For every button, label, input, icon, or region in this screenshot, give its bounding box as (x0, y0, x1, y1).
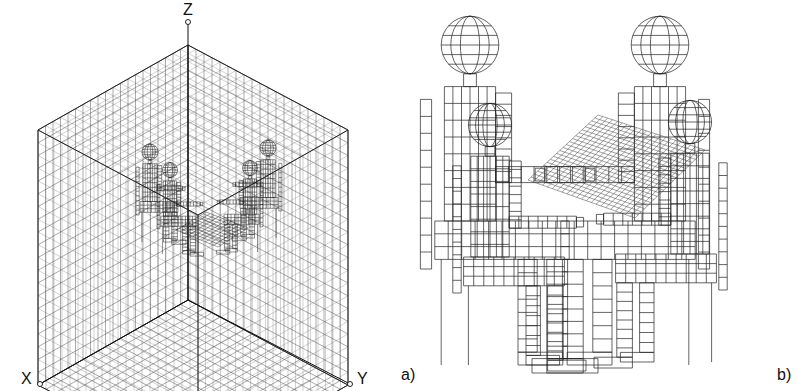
axis-label: X (20, 370, 33, 388)
person-figure (453, 103, 586, 371)
axis-end (186, 20, 191, 25)
person-figure (532, 16, 710, 373)
axis-end (38, 382, 43, 387)
person-figure (594, 100, 727, 368)
room-grid-front (38, 45, 348, 391)
axis-end (348, 382, 353, 387)
axis-label: Y (356, 370, 369, 388)
room-grid-back (38, 45, 348, 391)
panel-label: a) (400, 366, 416, 384)
panel-label: b) (776, 366, 792, 384)
person-figure (136, 144, 186, 244)
person-figure (157, 162, 204, 256)
person-figure (420, 16, 598, 373)
coordinate-axes (40, 22, 350, 384)
room-edges (38, 45, 348, 391)
person-figure (216, 160, 263, 254)
table-grid (528, 115, 705, 218)
axis-label: Z (182, 1, 194, 19)
